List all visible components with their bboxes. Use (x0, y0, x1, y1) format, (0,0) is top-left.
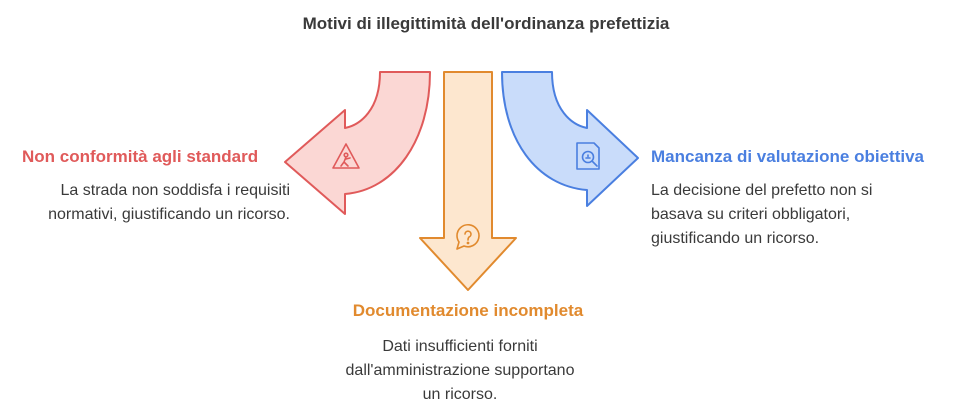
bottom-description: Dati insufficienti forniti dall'amminist… (345, 338, 575, 403)
down-arrow (419, 71, 517, 291)
right-heading: Mancanza di valutazione obiettiva (651, 147, 925, 166)
question-bubble-icon (456, 224, 480, 250)
bottom-heading: Documentazione incompleta (352, 301, 584, 320)
document-search-icon (576, 142, 600, 170)
right-arrow (501, 71, 639, 207)
left-arrow (284, 71, 431, 215)
road-work-sign-icon (332, 143, 360, 169)
left-description: La strada non soddisfa i requisiti norma… (48, 182, 290, 223)
left-heading: Non conformità agli standard (22, 147, 259, 166)
diagram-title: Motivi di illegittimità dell'ordinanza p… (302, 14, 670, 33)
right-description: La decisione del prefetto non si basava … (651, 182, 873, 247)
